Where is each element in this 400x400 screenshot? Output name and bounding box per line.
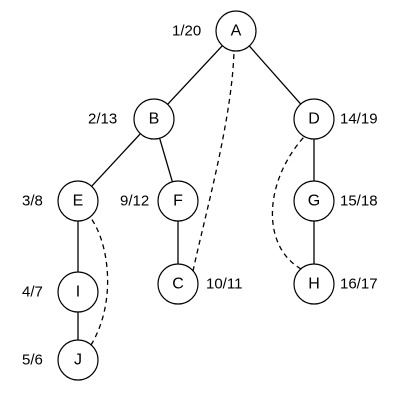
- tree-edge-A-D: [248, 45, 302, 105]
- time-label-J: 5/6: [22, 352, 43, 369]
- node-circle-E: [57, 180, 99, 222]
- node-circle-C: [157, 263, 199, 305]
- edges-layer: [77, 45, 315, 346]
- node-E: E 3/8: [22, 180, 99, 222]
- node-circle-H: [293, 263, 335, 305]
- tree-edge-B-F: [158, 138, 174, 182]
- time-label-I: 4/7: [22, 284, 43, 301]
- node-label-G: G: [308, 193, 320, 210]
- node-circle-J: [57, 339, 99, 381]
- node-circle-B: [133, 98, 175, 140]
- time-label-E: 3/8: [22, 193, 43, 210]
- back-edge-J-E: [89, 216, 109, 346]
- node-D: D 14/19: [293, 98, 378, 140]
- node-label-J: J: [74, 352, 82, 369]
- time-label-A: 1/20: [172, 23, 201, 40]
- node-label-F: F: [173, 193, 183, 210]
- node-I: I 4/7: [22, 271, 99, 313]
- node-H: H 16/17: [293, 263, 378, 305]
- time-label-D: 14/19: [340, 111, 378, 128]
- node-B: B 2/13: [88, 98, 175, 140]
- node-circle-I: [57, 271, 99, 313]
- node-J: J 5/6: [22, 339, 99, 381]
- node-circle-G: [293, 180, 335, 222]
- node-circle-D: [293, 98, 335, 140]
- tree-edge-B-E: [91, 133, 141, 187]
- time-label-H: 16/17: [340, 276, 378, 293]
- node-circle-A: [215, 10, 257, 52]
- back-edge-C-A: [192, 50, 235, 272]
- tree-edge-A-B: [167, 45, 223, 105]
- node-C: C 10/11: [157, 263, 242, 305]
- node-label-B: B: [149, 111, 160, 128]
- nodes-layer: A 1/20B 2/13 D 14/19E 3/8 F 9/12 G 15/18I 4/7 C 10/1…: [22, 10, 378, 381]
- node-circle-F: [157, 180, 199, 222]
- node-label-A: A: [231, 23, 242, 40]
- back-edge-H-D: [271, 136, 305, 270]
- node-G: G 15/18: [293, 180, 378, 222]
- time-label-B: 2/13: [88, 111, 117, 128]
- node-F: F 9/12: [120, 180, 199, 222]
- time-label-C: 10/11: [206, 276, 242, 293]
- node-label-D: D: [308, 111, 320, 128]
- time-label-F: 9/12: [120, 193, 149, 210]
- node-label-H: H: [308, 276, 320, 293]
- node-label-E: E: [73, 193, 84, 210]
- time-label-G: 15/18: [340, 193, 378, 210]
- node-label-I: I: [76, 284, 80, 301]
- node-A: A 1/20: [172, 10, 257, 52]
- node-label-C: C: [172, 276, 184, 293]
